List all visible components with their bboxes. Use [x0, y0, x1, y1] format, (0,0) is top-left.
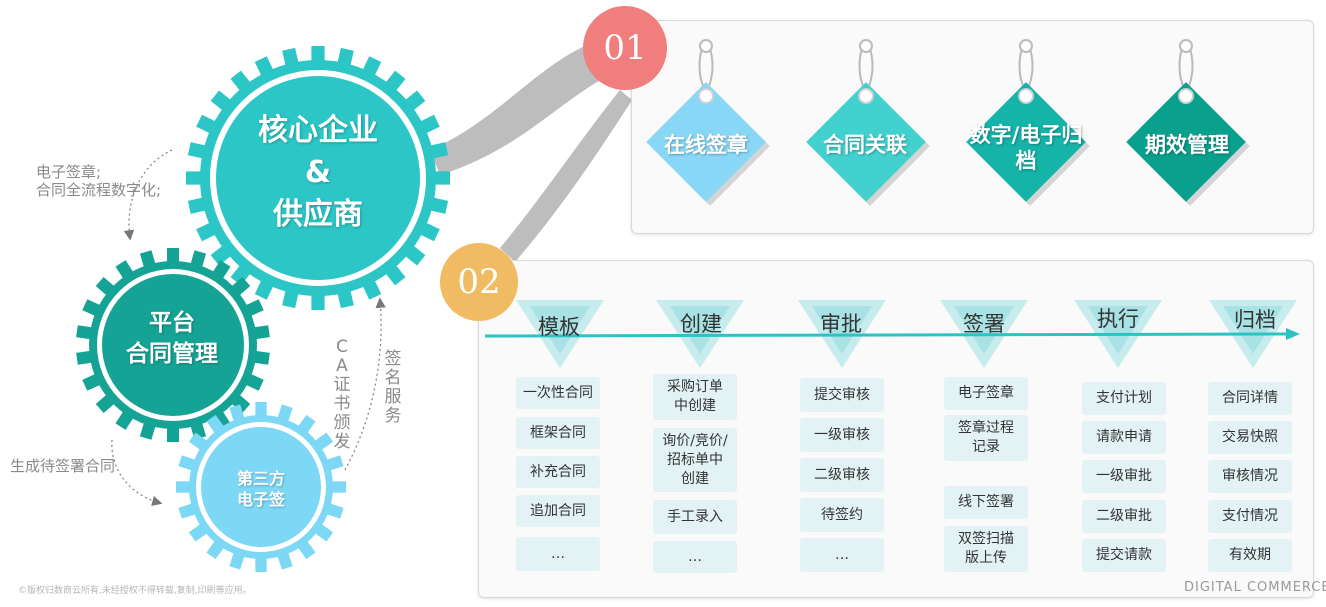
brand-text: DIGITAL COMMERCE CI [1184, 580, 1326, 595]
item-approve-2: 一级审核 [800, 418, 884, 452]
badge-01-label: 01 [603, 28, 647, 68]
triangle-inner [1088, 306, 1148, 354]
tag-pin [859, 39, 873, 53]
tag-pin [1179, 39, 1193, 53]
item-create-3: 手工录入 [653, 500, 737, 534]
stage-label-execute: 执行 [1097, 307, 1139, 331]
item-sign-4: 双签扫描版上传 [944, 526, 1028, 572]
triangle-inner [670, 306, 730, 354]
badge-02: 02 [440, 243, 518, 321]
annotation-line1: 电子签章; [36, 163, 102, 181]
item-sign-3: 线下签署 [944, 486, 1028, 519]
platform-gear-line2: 合同管理 [126, 341, 218, 367]
item-execute-1: 支付计划 [1082, 382, 1166, 415]
third-gear-line1: 第三方 [236, 469, 285, 488]
third-party-gear [176, 402, 346, 572]
item-approve-1: 提交审核 [800, 378, 884, 412]
third-gear-label: 第三方 电子签 [211, 468, 311, 510]
item-archive-5: 有效期 [1208, 539, 1292, 572]
gear-tooth [167, 248, 179, 267]
annotation-sign-service-vertical: 签名服务 [384, 349, 402, 426]
tag-pin [699, 39, 713, 53]
gear-ring [201, 427, 321, 547]
item-create-1: 采购订单中创建 [653, 374, 737, 420]
feature-label-online-seal: 在线签章 [664, 133, 748, 157]
badge-02-label: 02 [457, 262, 501, 302]
third-gear-line2: 电子签 [236, 490, 285, 509]
item-archive-2: 交易快照 [1208, 421, 1292, 454]
item-execute-4: 二级审批 [1082, 500, 1166, 533]
item-template-3: 补充合同 [516, 456, 600, 488]
item-approve-4: 待签约 [800, 498, 884, 532]
stage-label-approve: 审批 [820, 312, 862, 336]
item-template-4: 追加合同 [516, 495, 600, 527]
connector-01 [430, 40, 610, 175]
item-approve-more: … [800, 538, 884, 572]
annotation-platform-to-third: 生成待签署合同 [10, 457, 116, 475]
arrow-third-to-core [344, 297, 386, 471]
tag-hole [698, 88, 714, 104]
feature-label-contract-link: 合同关联 [823, 133, 907, 157]
stage-label-template: 模板 [538, 315, 580, 339]
gear-ring [102, 274, 244, 416]
core-gear-label: 核心企业 & 供应商 [228, 110, 408, 236]
stage-label-archive: 归档 [1234, 308, 1276, 332]
feature-label-validity-mgmt: 期效管理 [1145, 133, 1229, 157]
triangle-inner [812, 306, 872, 354]
item-sign-1: 电子签章 [944, 377, 1028, 410]
core-gear [186, 46, 450, 310]
item-create-2: 询价/竞价/招标单中创建 [653, 428, 737, 492]
annotation-line2: 合同全流程数字化; [36, 181, 162, 199]
flow-arrowhead [1286, 328, 1300, 340]
stage-triangle-1 [516, 300, 604, 368]
arrow-platform-to-third [111, 439, 163, 507]
badge-01: 01 [583, 6, 667, 90]
gear-tooth [255, 402, 267, 421]
gear-tooth [255, 553, 267, 572]
tag-hole [858, 88, 874, 104]
triangle-inner [1223, 306, 1283, 354]
tag-hole [1178, 88, 1194, 104]
triangle-inner [530, 306, 590, 354]
gear-ring [216, 76, 420, 280]
copyright-text: ©版权归数商云所有,未经授权不得转载,复制,印刷等应用。 [18, 586, 252, 596]
platform-gear-label: 平台 合同管理 [102, 308, 242, 370]
gear-tooth [167, 423, 179, 442]
core-gear-line1: 核心企业 [258, 113, 378, 148]
item-execute-2: 请款申请 [1082, 421, 1166, 454]
lifecycle-panel [478, 260, 1314, 598]
item-execute-5: 提交请款 [1082, 539, 1166, 572]
platform-gear-line1: 平台 [149, 310, 195, 336]
item-create-more: … [653, 541, 737, 573]
item-archive-1: 合同详情 [1208, 382, 1292, 415]
connector-02 [500, 90, 632, 262]
item-archive-3: 审核情况 [1208, 460, 1292, 493]
arrow-core-to-platform [123, 149, 173, 241]
core-gear-line3: 供应商 [273, 197, 363, 232]
item-archive-4: 支付情况 [1208, 500, 1292, 533]
annotation-core-to-platform: 电子签章; 合同全流程数字化; [36, 163, 161, 199]
item-sign-2: 签章过程记录 [944, 415, 1028, 461]
feature-label-digital-archive: 数字/电子归档 [969, 123, 1083, 173]
core-gear-line2: & [304, 155, 332, 190]
stage-label-sign: 签署 [963, 312, 1005, 336]
item-execute-3: 一级审批 [1082, 460, 1166, 493]
platform-gear [76, 248, 270, 442]
tag-pin [1019, 39, 1033, 53]
stage-label-create: 创建 [680, 312, 722, 336]
item-approve-3: 二级审核 [800, 458, 884, 492]
tag-hole [1018, 88, 1034, 104]
item-template-more: … [516, 537, 600, 571]
item-template-2: 框架合同 [516, 417, 600, 449]
item-template-1: 一次性合同 [516, 377, 600, 409]
annotation-ca-vertical: CA证书颁发 [333, 337, 351, 452]
triangle-inner [954, 306, 1014, 354]
flow-line [484, 332, 1291, 338]
